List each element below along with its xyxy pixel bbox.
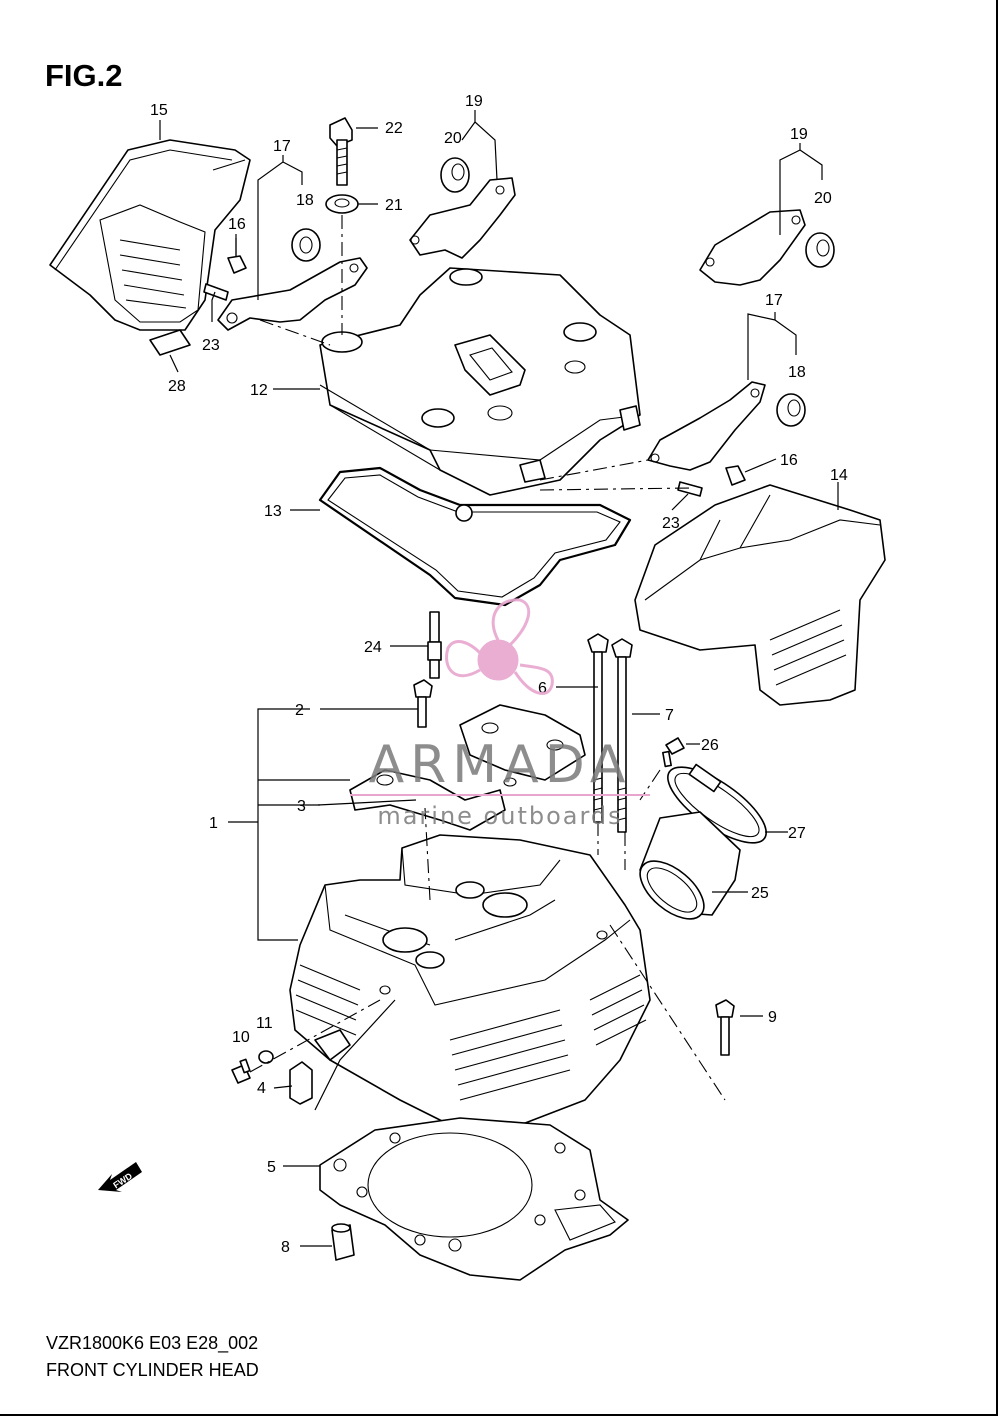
part-24-spark-plug (427, 611, 442, 679)
callout-16-left: 16 (228, 216, 246, 233)
callout-5: 5 (267, 1159, 276, 1176)
part-13-cover-gasket (318, 466, 632, 607)
part-4-plug (289, 1061, 313, 1105)
callout-2: 2 (295, 702, 304, 719)
part-23-bolt-right (677, 481, 703, 497)
part-14-head-cover-right (634, 484, 886, 706)
part-18-grommet-left (291, 228, 321, 262)
callout-4: 4 (257, 1080, 266, 1097)
part-6-stud-bolt (587, 633, 609, 823)
figure-title: FIG.2 (45, 58, 123, 93)
part-20-grommet-upper (440, 157, 470, 193)
callout-22: 22 (385, 120, 403, 137)
callout-17-left: 17 (273, 138, 291, 155)
callout-15: 15 (150, 102, 168, 119)
part-25-intake-pipe (639, 811, 741, 920)
part-1-cylinder-head (289, 834, 651, 1131)
part-15-head-cover-left (49, 139, 251, 331)
callout-13: 13 (264, 503, 282, 520)
part-5-head-gasket (319, 1117, 629, 1281)
callout-17-right: 17 (765, 292, 783, 309)
callout-24: 24 (364, 639, 382, 656)
part-17-bracket-right (647, 381, 766, 471)
callout-26: 26 (701, 737, 719, 754)
callout-20-right: 20 (814, 190, 832, 207)
watermark-tagline: marine outboards (377, 802, 622, 830)
callout-28: 28 (168, 378, 186, 395)
part-18-grommet-right (776, 393, 806, 427)
part-16-grommet-left (227, 234, 247, 274)
callout-18-left: 18 (296, 192, 314, 209)
callout-19-upper: 19 (465, 93, 483, 110)
callout-11: 11 (256, 1015, 273, 1032)
callout-1: 1 (209, 815, 218, 832)
callout-18-right: 18 (788, 364, 806, 381)
part-19-bracket-upper (409, 177, 516, 259)
callout-10: 10 (232, 1029, 250, 1046)
diagram-name: FRONT CYLINDER HEAD (46, 1360, 259, 1380)
part-19-bracket-right (699, 209, 806, 286)
part-20-grommet-right (805, 232, 835, 268)
callout-9: 9 (768, 1009, 777, 1026)
part-21-washer (325, 194, 359, 214)
callout-8: 8 (281, 1239, 290, 1256)
callout-3: 3 (297, 798, 306, 815)
callout-25: 25 (751, 885, 769, 902)
callout-numbers: 15 22 21 19 20 19 20 17 18 16 23 28 12 1… (150, 93, 848, 1256)
callout-14: 14 (830, 467, 848, 484)
part-12-cylinder-head-cover (319, 267, 641, 496)
part-23-bolt-left (203, 283, 229, 301)
part-11-washer (258, 1050, 274, 1064)
callout-12: 12 (250, 382, 268, 399)
part-7-stud-bolt (611, 638, 633, 833)
callout-21: 21 (385, 197, 403, 214)
part-22-bolt (329, 117, 353, 186)
callout-23-right: 23 (662, 515, 680, 532)
part-16-grommet-right (725, 465, 746, 486)
part-28-rubber-pad (149, 329, 191, 356)
part-10-bolt (231, 1058, 251, 1084)
alignment-lines (249, 215, 726, 1101)
fwd-direction-marker: FWD (98, 1162, 142, 1192)
part-17-bracket-left (217, 257, 368, 331)
callout-16-right: 16 (780, 452, 798, 469)
callout-23-left: 23 (202, 337, 220, 354)
callout-19-right: 19 (790, 126, 808, 143)
part-1-camshaft-holders (349, 704, 586, 831)
callout-20-upper: 20 (444, 130, 462, 147)
part-8-dowel-pin (331, 1223, 355, 1261)
armada-watermark: ARMADA marine outboards (350, 598, 650, 830)
diagram-code: VZR1800K6 E03 E28_002 (46, 1333, 259, 1353)
part-2-bolt (413, 679, 433, 728)
callout-27: 27 (788, 825, 806, 842)
callout-7: 7 (665, 707, 674, 724)
leader-lines (159, 110, 839, 1247)
callout-6: 6 (538, 680, 547, 697)
part-26-screw (662, 737, 685, 768)
propeller-logo (445, 598, 554, 696)
part-9-bolt (715, 999, 735, 1056)
watermark-brand: ARMADA (369, 735, 632, 795)
